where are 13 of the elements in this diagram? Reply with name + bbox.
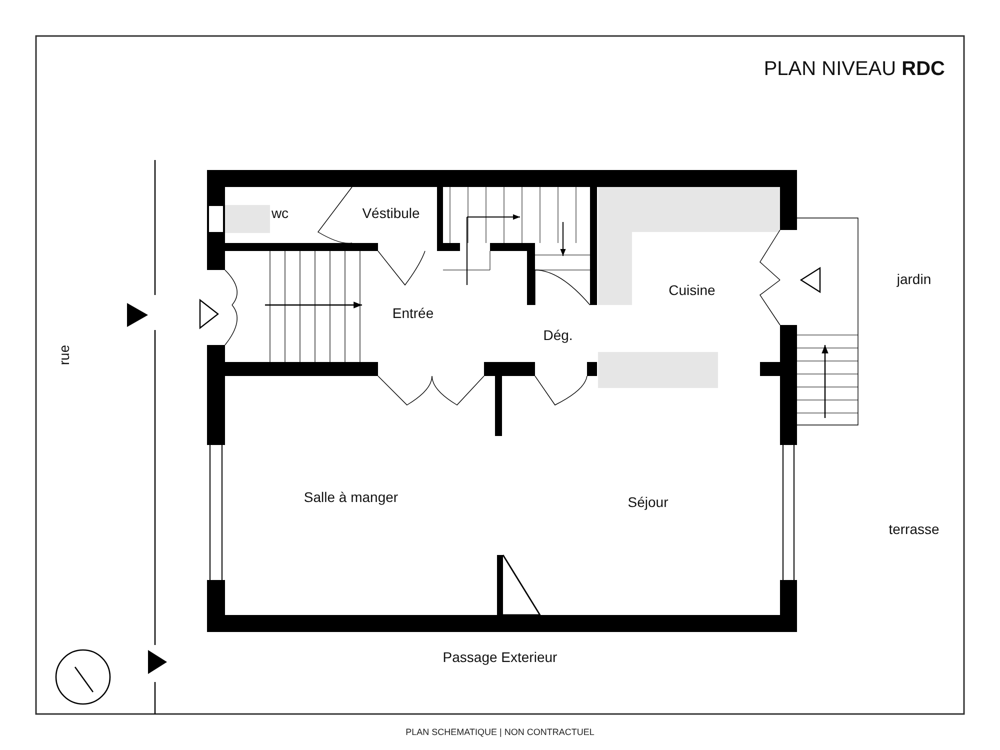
room-label: Salle à manger <box>304 489 398 505</box>
room-label: Dég. <box>543 327 573 343</box>
room-label: wc <box>271 205 289 221</box>
room-label: Entrée <box>392 305 434 321</box>
area-label: jardin <box>896 271 932 287</box>
room-label: Séjour <box>628 494 668 510</box>
disclaimer-caption: PLAN SCHEMATIQUE | NON CONTRACTUEL <box>406 727 594 737</box>
plan-title: PLAN NIVEAU RDC <box>764 58 945 81</box>
room-label: Cuisine <box>668 282 716 298</box>
street-label: rue <box>56 344 72 366</box>
area-label: terrasse <box>888 521 940 537</box>
room-label: Véstibule <box>362 205 420 221</box>
area-label: Passage Exterieur <box>442 649 558 665</box>
